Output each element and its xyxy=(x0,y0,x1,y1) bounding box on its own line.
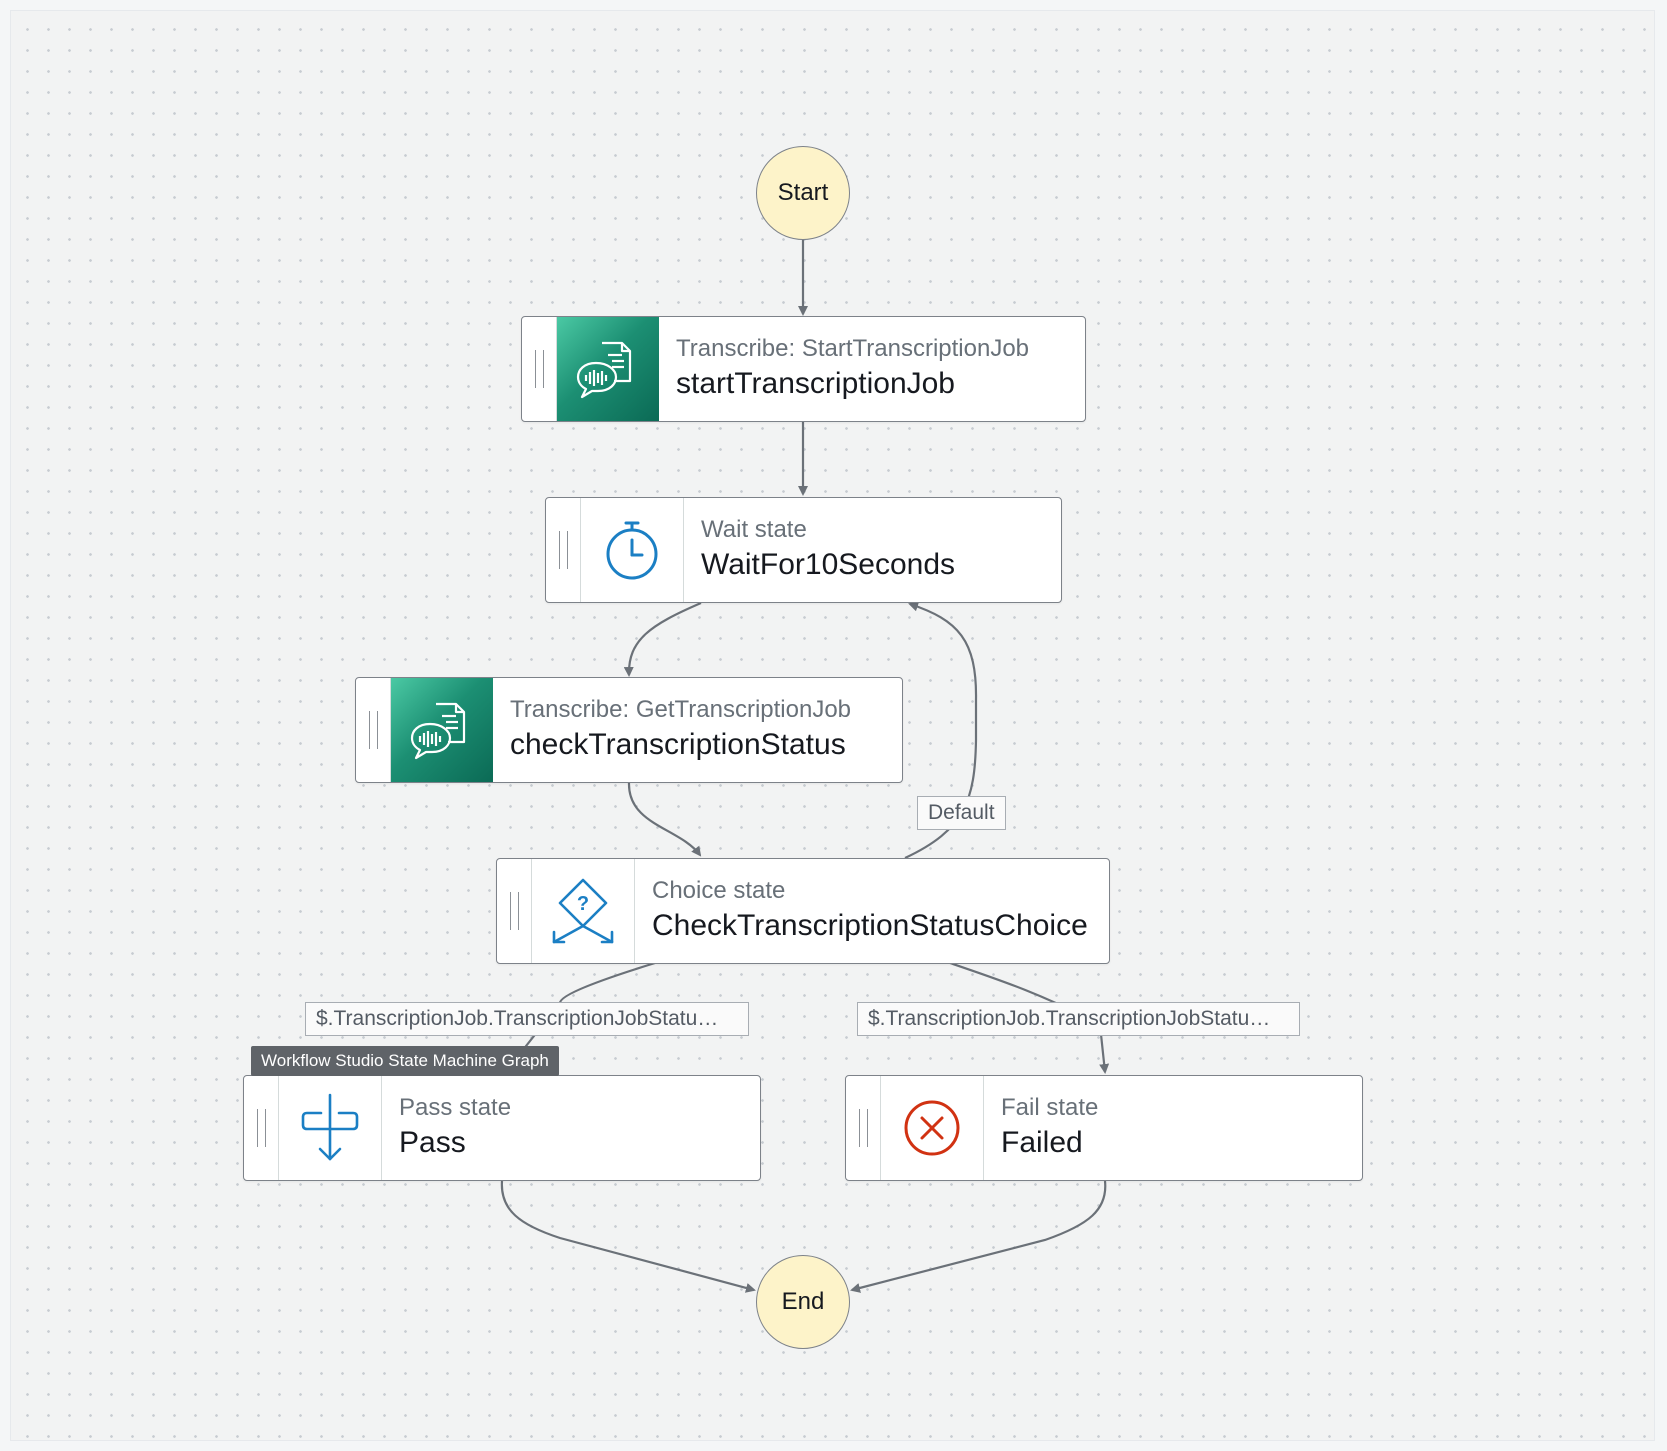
grip-icon xyxy=(368,711,378,749)
graph-tooltip: Workflow Studio State Machine Graph xyxy=(251,1046,559,1076)
svg-text:?: ? xyxy=(577,893,589,915)
state-start-transcription-job[interactable]: Transcribe: StartTranscriptionJob startT… xyxy=(521,316,1086,422)
transcribe-icon xyxy=(391,678,493,782)
tooltip-text: Workflow Studio State Machine Graph xyxy=(261,1051,549,1070)
state-check-transcription-status[interactable]: Transcribe: GetTranscriptionJob checkTra… xyxy=(355,677,903,783)
state-name-label: CheckTranscriptionStatusChoice xyxy=(652,909,1088,942)
start-label: Start xyxy=(777,179,829,206)
choice-diamond-icon: ? xyxy=(532,859,635,963)
grip-icon xyxy=(509,892,519,930)
state-name-label: Failed xyxy=(1001,1126,1083,1159)
state-failed[interactable]: Fail state Failed xyxy=(845,1075,1363,1181)
grip-icon xyxy=(558,531,568,569)
drag-handle[interactable] xyxy=(522,317,557,421)
end-node[interactable]: End xyxy=(756,1255,850,1349)
state-name-label: startTranscriptionJob xyxy=(676,367,955,400)
drag-handle[interactable] xyxy=(244,1076,279,1180)
drag-handle[interactable] xyxy=(546,498,581,602)
state-pass[interactable]: Pass state Pass xyxy=(243,1075,761,1181)
pass-arrow-icon xyxy=(279,1076,382,1180)
start-node[interactable]: Start xyxy=(756,146,850,240)
state-type-label: Fail state xyxy=(1001,1094,1099,1121)
drag-handle[interactable] xyxy=(356,678,391,782)
state-type-label: Transcribe: GetTranscriptionJob xyxy=(510,696,852,723)
state-name-label: WaitFor10Seconds xyxy=(701,548,956,581)
grip-icon xyxy=(858,1109,868,1147)
end-label: End xyxy=(781,1288,825,1315)
edge-label-default[interactable]: Default xyxy=(917,796,1006,830)
stopwatch-icon xyxy=(581,498,684,602)
state-type-label: Pass state xyxy=(399,1094,512,1121)
state-name-label: checkTranscriptionStatus xyxy=(510,728,846,761)
grip-icon xyxy=(534,350,544,388)
state-name-label: Pass xyxy=(399,1126,466,1159)
grip-icon xyxy=(256,1109,266,1147)
edge-label-text: $.TranscriptionJob.TranscriptionJobStatu… xyxy=(316,1007,719,1030)
state-type-label: Choice state xyxy=(652,877,786,904)
state-type-label: Transcribe: StartTranscriptionJob xyxy=(676,335,1030,362)
edge-label-rule-fail[interactable]: $.TranscriptionJob.TranscriptionJobStatu… xyxy=(857,1002,1300,1036)
drag-handle[interactable] xyxy=(846,1076,881,1180)
drag-handle[interactable] xyxy=(497,859,532,963)
edge-label-text: Default xyxy=(928,801,995,824)
state-type-label: Wait state xyxy=(701,516,807,543)
state-wait-for-10-seconds[interactable]: Wait state WaitFor10Seconds xyxy=(545,497,1062,603)
fail-x-icon xyxy=(881,1076,984,1180)
state-check-transcription-status-choice[interactable]: ? Choice state CheckTranscriptionStatusC… xyxy=(496,858,1110,964)
edge-label-text: $.TranscriptionJob.TranscriptionJobStatu… xyxy=(868,1007,1271,1030)
transcribe-icon xyxy=(557,317,659,421)
edge-label-rule-pass[interactable]: $.TranscriptionJob.TranscriptionJobStatu… xyxy=(305,1002,749,1036)
